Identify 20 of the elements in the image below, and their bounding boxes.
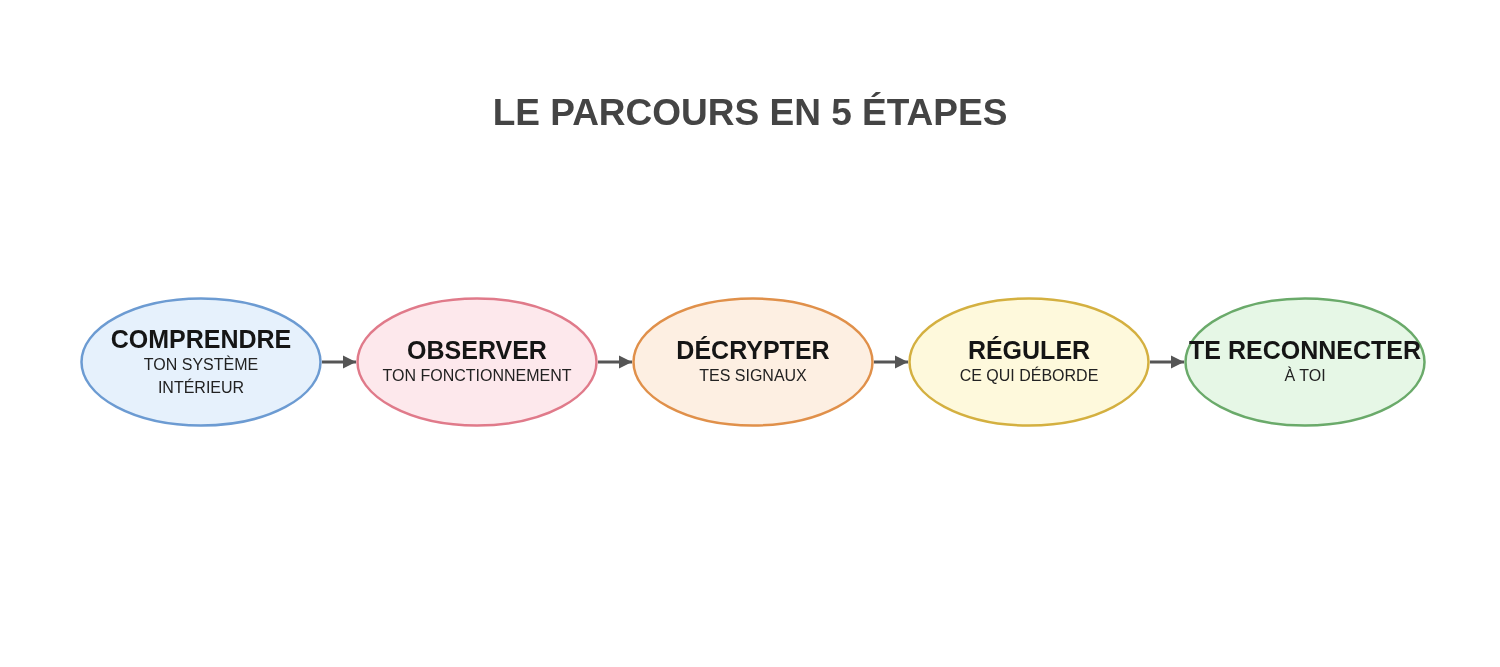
step-subtitle: À TOI — [1284, 365, 1326, 387]
arrow — [322, 355, 356, 369]
title: LE PARCOURS EN 5 ÉTAPES — [491, 92, 1009, 134]
step-title: TE RECONNECTER — [1189, 336, 1421, 366]
step-ellipse — [632, 297, 874, 427]
step-title: RÉGULER — [967, 336, 1091, 366]
step-title: COMPRENDRE — [110, 325, 292, 355]
step-ellipse — [356, 297, 598, 427]
step-subtitle: TON FONCTIONNEMENT — [382, 366, 572, 387]
step-title: OBSERVER — [407, 336, 547, 366]
step-ellipse — [80, 297, 322, 427]
step-subtitle: TES SIGNAUX — [699, 366, 807, 387]
arrow — [874, 355, 908, 369]
arrow — [598, 355, 632, 369]
step-subtitle: TON SYSTÈME INTÉRIEUR — [142, 354, 260, 398]
arrow — [1150, 355, 1184, 369]
step-subtitle: CE QUI DÉBORDE — [959, 365, 1099, 387]
step-ellipse — [1184, 297, 1426, 427]
step-title: DÉCRYPTER — [676, 336, 830, 366]
step-ellipse — [908, 297, 1150, 427]
